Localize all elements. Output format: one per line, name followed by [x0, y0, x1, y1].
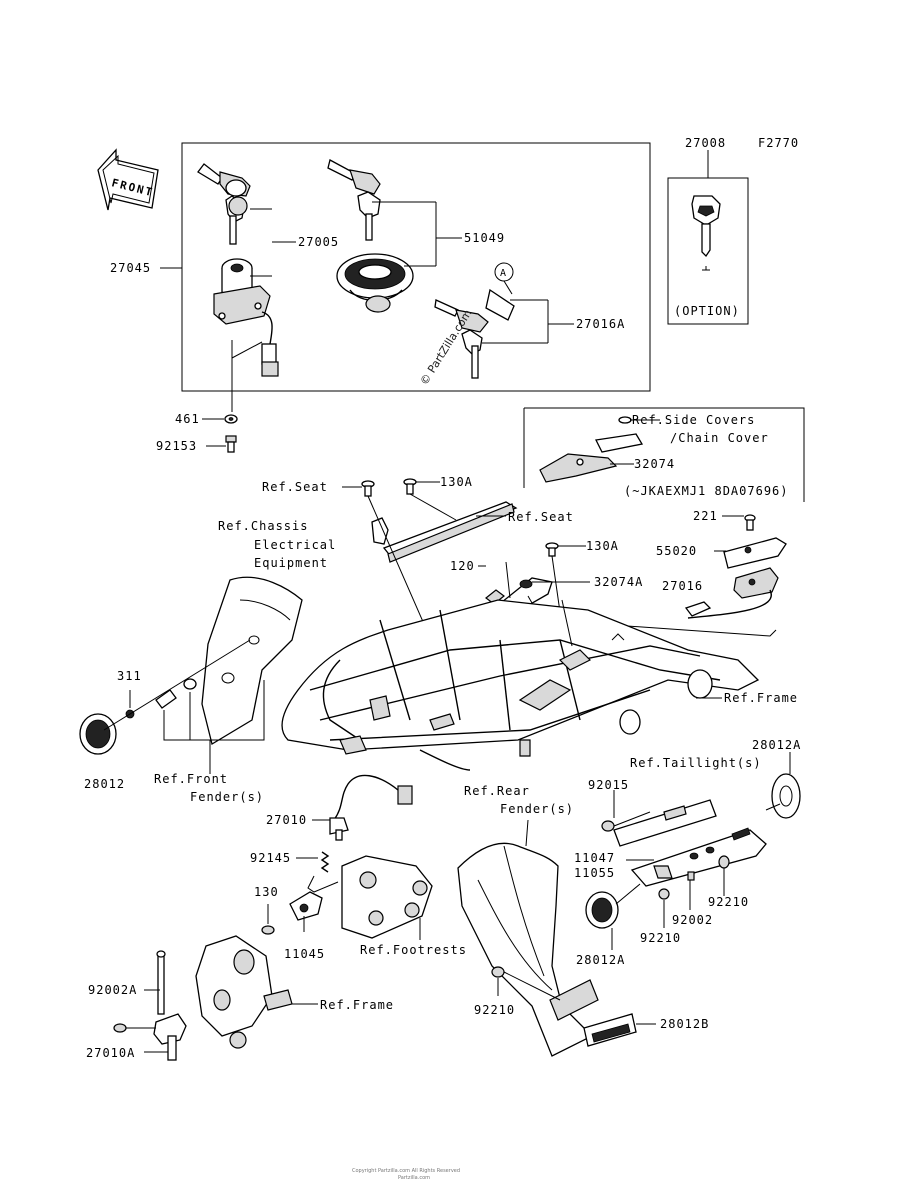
nut-92015-icon: [601, 820, 615, 832]
bolt-130a-mid-icon: [545, 542, 559, 557]
label-27010: 27010: [266, 813, 307, 827]
footer-line-1: Copyright Partzilla.com All Rights Reser…: [352, 1168, 460, 1174]
switch-27010a-icon: [153, 950, 187, 1061]
motorcycle-frame-icon: [281, 599, 760, 771]
callout-a-top: A: [500, 268, 507, 279]
seat-bracket-icon: [371, 501, 518, 563]
label-11055: 11055: [574, 866, 615, 880]
label-130: 130: [254, 885, 279, 899]
nut-92210-right-icon: [718, 855, 730, 869]
side-stand-bracket-icon: [195, 935, 293, 1049]
label-ref-frame-1: Ref.Frame: [724, 691, 798, 705]
label-ref-chassis-3: Equipment: [254, 556, 328, 570]
key-51049-top-icon: [327, 159, 381, 195]
bracket-11045-icon: [289, 891, 323, 921]
screw-221-icon: [744, 514, 756, 531]
label-92145: 92145: [250, 851, 291, 865]
label-92210-3: 92210: [474, 1003, 515, 1017]
reflector-28012-icon: [79, 713, 117, 755]
label-92210-1: 92210: [708, 895, 749, 909]
label-27016: 27016: [662, 579, 703, 593]
washer-461-icon: [224, 414, 238, 424]
label-120: 120: [450, 559, 475, 573]
bolt-130-icon: [261, 925, 275, 935]
front-direction-arrow-icon: FRONT: [97, 148, 159, 211]
label-28012a-2: 28012A: [576, 953, 625, 967]
key-27016a-icon: [434, 288, 515, 379]
ignition-set-box: [181, 142, 651, 392]
label-32074a: 32074A: [594, 575, 643, 589]
ignition-switch-icon: [213, 258, 279, 377]
key-27005-bottom-icon: [225, 195, 248, 245]
label-221: 221: [693, 509, 718, 523]
bolt-small-icon: [113, 1023, 127, 1033]
label-311: 311: [117, 669, 142, 683]
side-covers-bracket-box: [523, 407, 805, 502]
taillight-bracket-icon: [613, 799, 767, 887]
label-92015: 92015: [588, 778, 629, 792]
fuel-cap-icon: [336, 253, 414, 313]
label-27016a: 27016A: [576, 317, 625, 331]
label-28012a-1: 28012A: [752, 738, 801, 752]
bolt-130a-top-1-icon: [361, 480, 375, 497]
label-ref-chassis-1: Ref.Chassis: [218, 519, 308, 533]
label-92002a: 92002A: [88, 983, 137, 997]
label-ref-taillight: Ref.Taillight(s): [630, 756, 762, 770]
label-27005: 27005: [298, 235, 339, 249]
screw-92002-icon: [687, 871, 695, 881]
footrest-bracket-icon: [341, 855, 433, 939]
label-130a-2: 130A: [586, 539, 619, 553]
label-ref-front-1: Ref.Front: [154, 772, 228, 786]
footer-line-2: Partzilla.com: [398, 1175, 430, 1181]
label-92153: 92153: [156, 439, 197, 453]
label-27008: 27008: [685, 136, 726, 150]
label-11047: 11047: [574, 851, 615, 865]
bolt-92153-icon: [225, 435, 237, 453]
label-51049: 51049: [464, 231, 505, 245]
label-130a-1: 130A: [440, 475, 473, 489]
label-ref-side-covers: Ref.Side Covers: [632, 413, 755, 427]
cover-55020-icon: [723, 537, 787, 569]
spacer-front-icon: [155, 678, 197, 709]
label-ref-rear-1: Ref.Rear: [464, 784, 530, 798]
switch-27016-icon: [684, 567, 779, 619]
label-461: 461: [175, 412, 200, 426]
label-ref-footrests: Ref.Footrests: [360, 943, 467, 957]
bracket-32074-icon: [539, 416, 644, 483]
label-option: (OPTION): [674, 304, 740, 318]
label-ref-chain-cover: /Chain Cover: [670, 431, 769, 445]
label-28012b: 28012B: [660, 1017, 709, 1031]
label-ref-chassis-2: Electrical: [254, 538, 336, 552]
key-51049-bottom-icon: [357, 191, 381, 241]
label-92002: 92002: [672, 913, 713, 927]
key-27005-top-icon: [197, 163, 251, 197]
label-55020: 55020: [656, 544, 697, 558]
label-32074: 32074: [634, 457, 675, 471]
bolt-130a-top-2-icon: [403, 478, 417, 495]
nut-92210-bottom-icon: [491, 966, 505, 978]
label-vin-range: (~JKAEXMJ1 8DA07696): [624, 484, 789, 498]
label-ref-rear-2: Fender(s): [500, 802, 574, 816]
option-key-27008-icon: [691, 195, 721, 271]
spring-92145-icon: [320, 851, 330, 873]
label-28012: 28012: [84, 777, 125, 791]
label-ref-front-2: Fender(s): [190, 790, 264, 804]
reflector-28012b-icon: [583, 1013, 637, 1047]
label-ref-seat-1: Ref.Seat: [262, 480, 328, 494]
nut-92210-mid-icon: [658, 888, 670, 900]
label-f2770: F2770: [758, 136, 799, 150]
reflector-28012a-right-icon: [771, 773, 801, 819]
label-27010a: 27010A: [86, 1046, 135, 1060]
label-27045: 27045: [110, 261, 151, 275]
label-ref-seat-2: Ref.Seat: [508, 510, 574, 524]
label-92210-2: 92210: [640, 931, 681, 945]
label-ref-frame-2: Ref.Frame: [320, 998, 394, 1012]
label-11045: 11045: [284, 947, 325, 961]
reflector-28012a-left-icon: [585, 891, 619, 929]
sensor-27010-icon: [329, 774, 413, 841]
